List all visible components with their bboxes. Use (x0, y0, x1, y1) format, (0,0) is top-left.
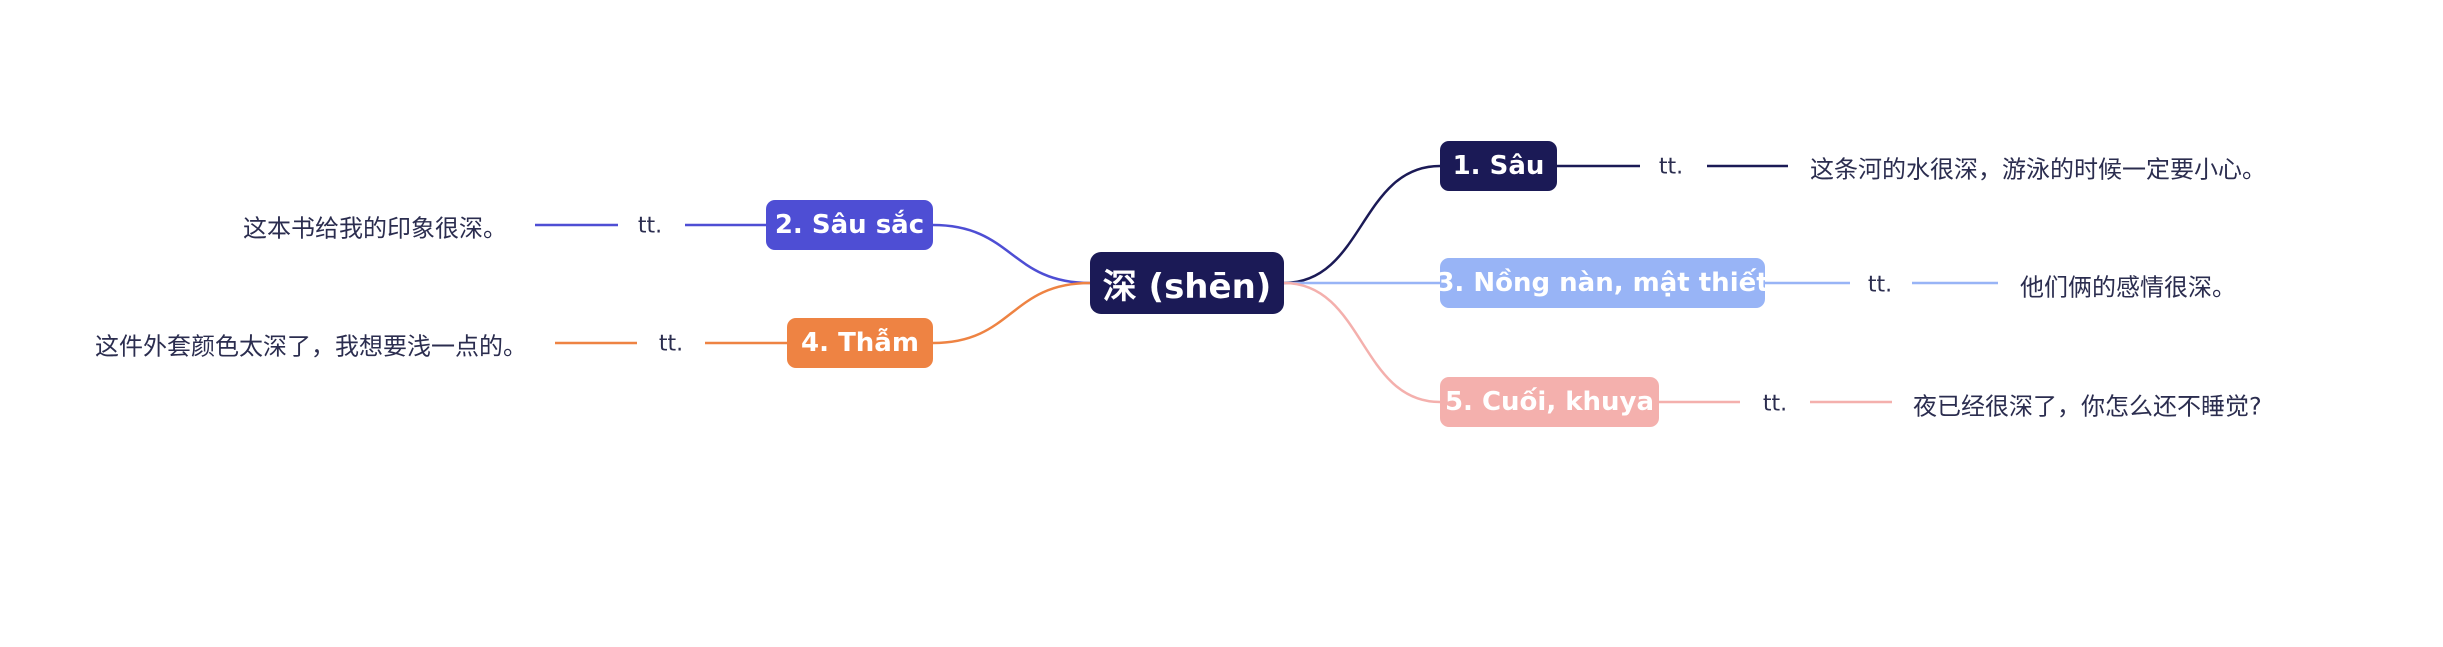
branch-3-label: 3. Nồng nàn, mật thiết (1436, 268, 1769, 298)
branch-1-example: 这条河的水很深，游泳的时候一定要小心。 (1810, 155, 2266, 184)
branch-1-connector (1283, 164, 1441, 285)
branch-1-label: 1. Sâu (1452, 151, 1545, 181)
branch-3-node[interactable]: 3. Nồng nàn, mật thiết (1436, 258, 1769, 308)
branch-2-label: 2. Sâu sắc (774, 210, 925, 240)
branch-4-node[interactable]: 4. Thẫm (787, 318, 933, 368)
branch-1-node[interactable]: 1. Sâu (1440, 141, 1557, 191)
branch-3-tag: tt. (1867, 272, 1893, 298)
branch-5-connector (1283, 281, 1441, 404)
branch-2-node[interactable]: 2. Sâu sắc (766, 200, 933, 250)
branch-1-tag: tt. (1658, 154, 1684, 180)
central-topic-label: 深 (shēn) (1102, 266, 1272, 307)
branch-5-tag: tt. (1762, 391, 1788, 417)
branch-4-tag: tt. (658, 331, 684, 357)
branch-5-example: 夜已经很深了，你怎么还不睡觉? (1913, 392, 2262, 421)
branch-4-example: 这件外套颜色太深了，我想要浅一点的。 (95, 332, 527, 361)
central-topic[interactable]: 深 (shēn) (1090, 252, 1284, 314)
branch-2-example: 这本书给我的印象很深。 (243, 214, 507, 243)
branch-4-connector (932, 281, 1091, 345)
branch-2-connector (932, 223, 1091, 285)
branch-2-tag: tt. (637, 213, 663, 239)
branch-5-label: 5. Cuối, khuya (1444, 387, 1655, 417)
branch-4-label: 4. Thẫm (801, 328, 919, 358)
branch-3-example: 他们俩的感情很深。 (2020, 273, 2236, 302)
branch-5-node[interactable]: 5. Cuối, khuya (1440, 377, 1659, 427)
